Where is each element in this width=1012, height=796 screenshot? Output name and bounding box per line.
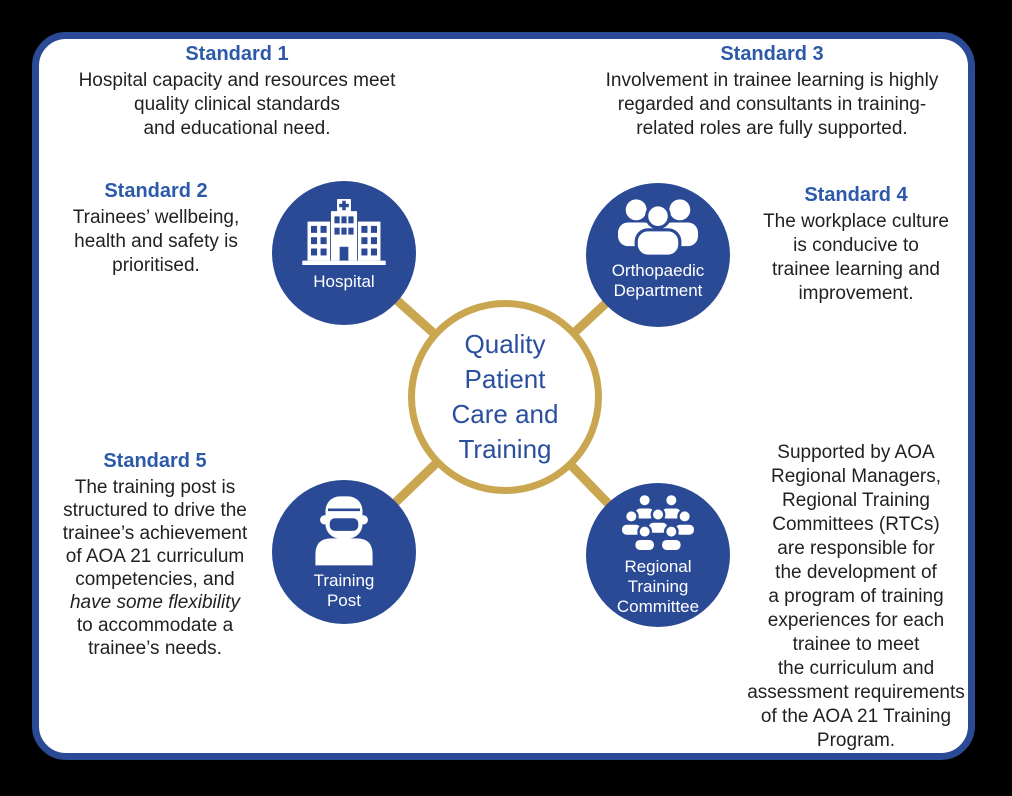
node-hospital: Hospital: [272, 181, 416, 325]
standard-2-title: Standard 2: [104, 180, 208, 202]
people-group-icon: [619, 494, 697, 553]
standard-5-title: Standard 5: [103, 450, 207, 472]
standard-3-block: Standard 3 Involvement in trainee learni…: [606, 42, 939, 141]
standard-1-block: Standard 1 Hospital capacity and resourc…: [79, 42, 396, 141]
standard-2-block: Standard 2 Trainees’ wellbeing,health an…: [73, 179, 240, 278]
hospital-building-icon: [302, 199, 386, 265]
standard-3-text: Involvement in trainee learning is highl…: [605, 70, 939, 139]
standard-1-title: Standard 1: [185, 43, 289, 65]
node-hospital-label: Hospital: [313, 272, 375, 291]
standard-3-title: Standard 3: [720, 43, 824, 65]
standard-4-title: Standard 4: [804, 184, 908, 206]
masked-clinician-icon: [315, 496, 373, 566]
three-people-icon: [618, 199, 698, 258]
standard-2-text: Trainees’ wellbeing,health and safety is…: [72, 207, 240, 276]
